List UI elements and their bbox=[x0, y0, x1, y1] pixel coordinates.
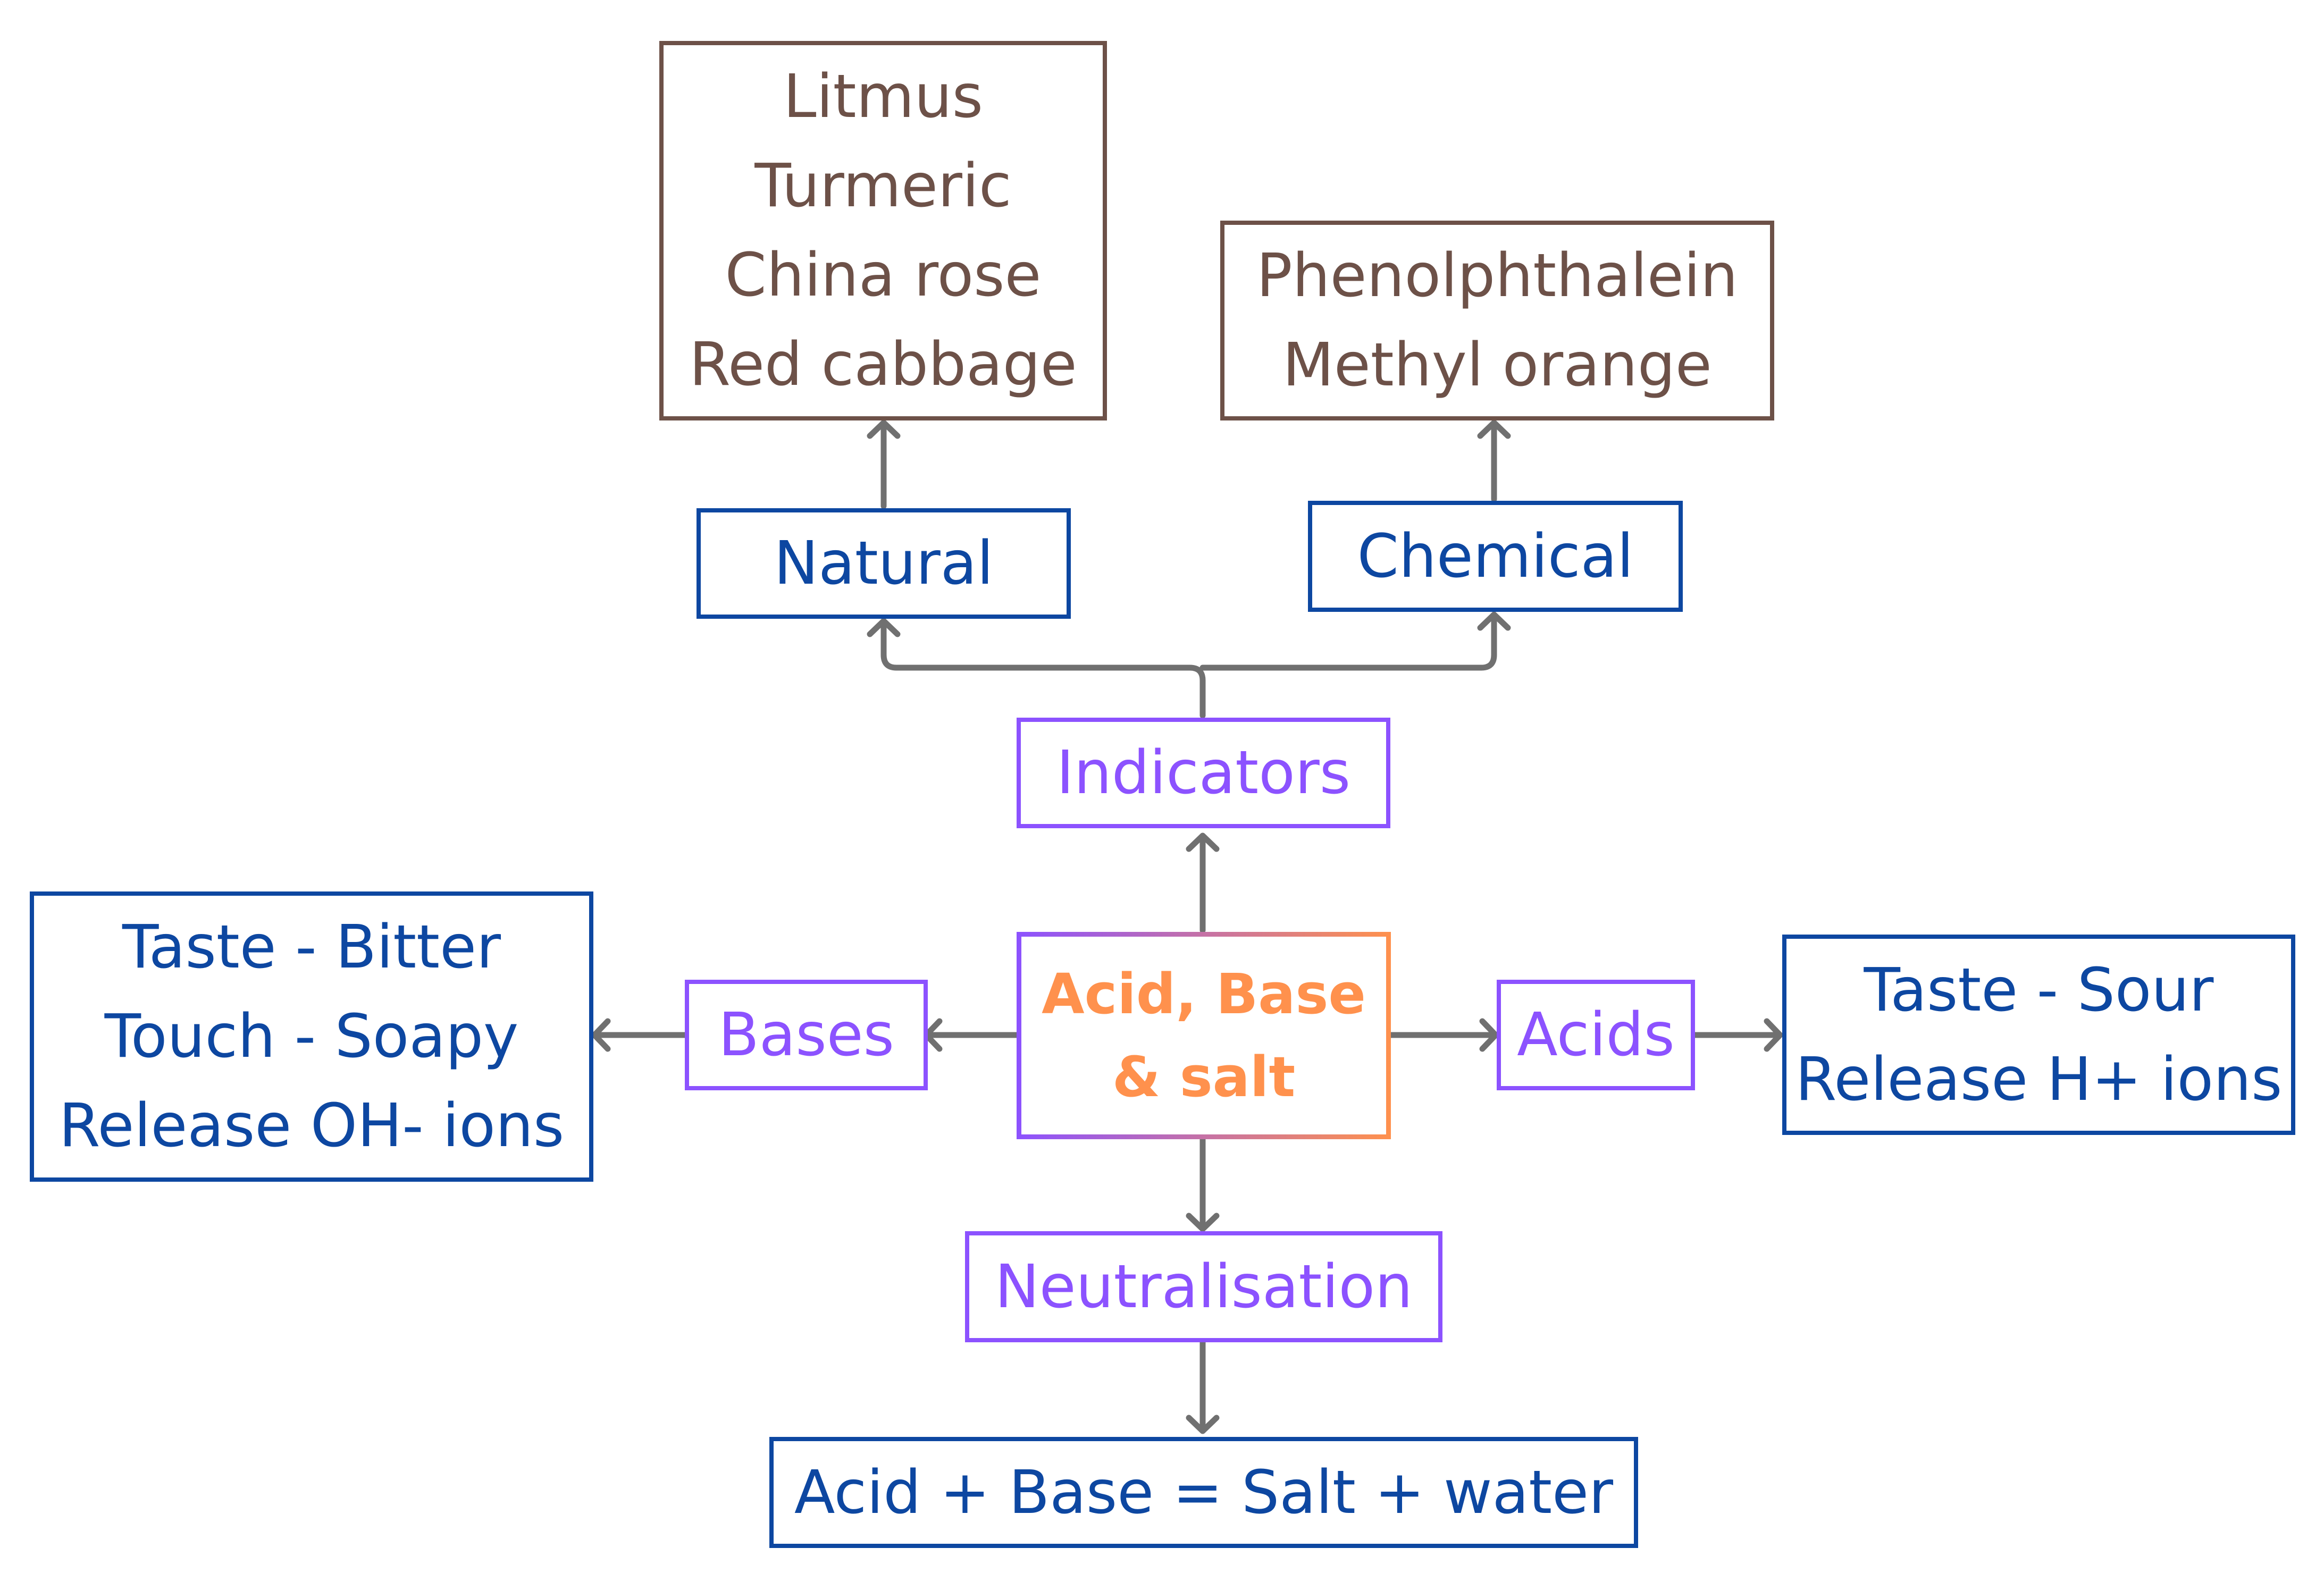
arrow-neutralisation-to-equation bbox=[1186, 1338, 1220, 1434]
bases-properties-box: Taste - Bitter Touch - Soapy Release OH-… bbox=[30, 891, 593, 1182]
center-topic-node: Acid, Base & salt bbox=[1017, 932, 1391, 1139]
bases-label: Bases bbox=[718, 1000, 895, 1070]
chemical-node: Chemical bbox=[1308, 501, 1683, 612]
arrow-chemical-to-examples bbox=[1477, 419, 1511, 502]
arrow-center-to-acids bbox=[1388, 1018, 1499, 1052]
indicators-node: Indicators bbox=[1017, 718, 1390, 828]
arrow-bases-to-properties bbox=[591, 1018, 688, 1052]
arrow-natural-to-examples bbox=[867, 419, 901, 509]
arrow-center-to-indicators bbox=[1186, 832, 1220, 933]
arrow-center-to-bases bbox=[923, 1018, 1020, 1052]
example-phenolphthalein: Phenolphthalein bbox=[1256, 241, 1738, 310]
neutralisation-equation: Acid + Base = Salt + water bbox=[794, 1458, 1614, 1527]
neutralisation-label: Neutralisation bbox=[994, 1252, 1413, 1322]
bases-node: Bases bbox=[685, 980, 928, 1090]
center-topic-line-2: & salt bbox=[1112, 1045, 1296, 1109]
bases-property-ions: Release OH- ions bbox=[58, 1091, 565, 1160]
arrow-indicators-to-chemical bbox=[1199, 611, 1511, 671]
arrow-center-to-neutralisation bbox=[1186, 1137, 1220, 1232]
example-china-rose: China rose bbox=[725, 241, 1042, 310]
acids-node: Acids bbox=[1497, 980, 1695, 1090]
neutralisation-node: Neutralisation bbox=[965, 1231, 1442, 1342]
chemical-examples-box: Phenolphthalein Methyl orange bbox=[1220, 221, 1774, 420]
example-methyl-orange: Methyl orange bbox=[1282, 331, 1712, 400]
acids-label: Acids bbox=[1517, 1000, 1675, 1070]
acids-properties-box: Taste - Sour Release H+ ions bbox=[1782, 935, 2295, 1135]
arrow-indicators-to-natural bbox=[867, 618, 1206, 719]
natural-label: Natural bbox=[774, 529, 994, 598]
natural-node: Natural bbox=[697, 508, 1071, 619]
acids-property-ions: Release H+ ions bbox=[1795, 1045, 2283, 1114]
example-red-cabbage: Red cabbage bbox=[689, 330, 1077, 399]
neutralisation-equation-box: Acid + Base = Salt + water bbox=[769, 1437, 1638, 1548]
bases-property-taste: Taste - Bitter bbox=[122, 913, 501, 982]
bases-property-touch: Touch - Soapy bbox=[104, 1002, 519, 1071]
arrow-acids-to-properties bbox=[1691, 1018, 1783, 1052]
example-turmeric: Turmeric bbox=[754, 152, 1012, 221]
example-litmus: Litmus bbox=[783, 62, 983, 131]
indicators-label: Indicators bbox=[1056, 738, 1351, 807]
acids-property-taste: Taste - Sour bbox=[1864, 955, 2214, 1025]
chemical-label: Chemical bbox=[1357, 521, 1634, 591]
natural-examples-box: Litmus Turmeric China rose Red cabbage bbox=[659, 41, 1107, 420]
center-topic-line-1: Acid, Base bbox=[1042, 962, 1366, 1027]
